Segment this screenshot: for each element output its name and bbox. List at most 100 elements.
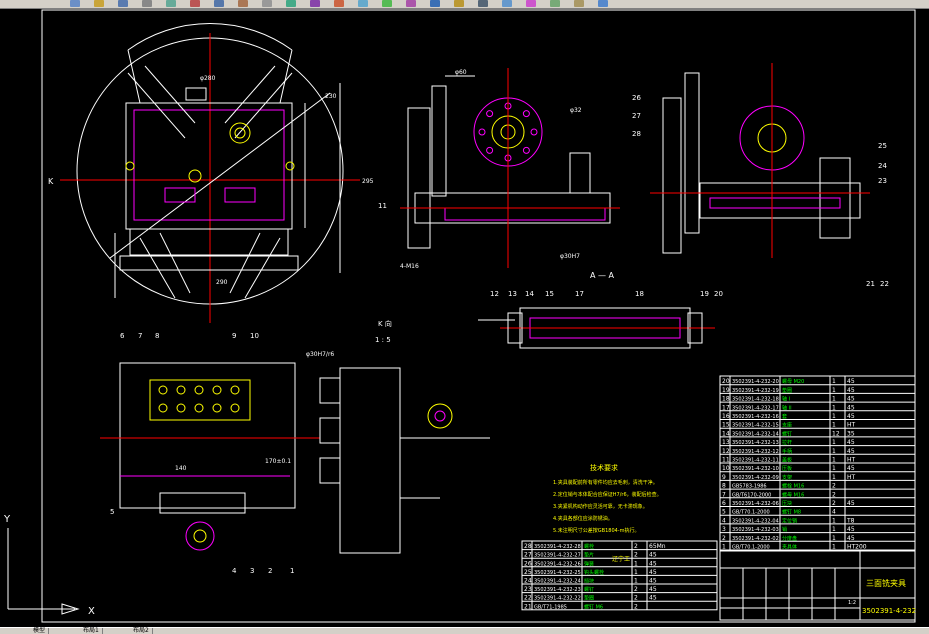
- dim-icon[interactable]: [526, 0, 536, 7]
- new-icon[interactable]: [70, 0, 80, 7]
- dim-text: 140: [175, 465, 187, 472]
- bom-cell-code: 3502391-4-232-09: [732, 475, 779, 481]
- preview-icon[interactable]: [166, 0, 176, 7]
- technical-requirements: 技术要求1.夹具装配前所有零件均应去毛刺，清洗干净。2.定位销与本体配合应保证H…: [553, 463, 662, 534]
- tb-drawing-no: 3502391-4-232: [862, 607, 916, 615]
- dim-text: 230: [325, 93, 337, 100]
- bom-cell-code: 3502391-4-232-03: [732, 527, 779, 533]
- bom-cell-code: 3502391-4-232-25: [534, 570, 581, 576]
- bom-cell-qty: 4: [832, 509, 836, 516]
- open-icon[interactable]: [94, 0, 104, 7]
- slot-line: [229, 232, 261, 294]
- top-boss: [185, 87, 207, 101]
- notes-line: 4.夹具各部位应涂防锈油。: [553, 515, 613, 522]
- bom-cell-code: 3502391-4-232-15: [732, 423, 779, 429]
- bottom-body: [119, 362, 296, 509]
- bom-cell-no: 9: [722, 474, 726, 481]
- inner-bar-magenta: [444, 207, 606, 221]
- cut-icon[interactable]: [190, 0, 200, 7]
- tb-school: 辽宁工: [612, 555, 630, 563]
- zoom-realtime-icon[interactable]: [358, 0, 368, 7]
- bom-cell-qty: 2: [634, 603, 638, 610]
- tb-drawing-name: 三面铣夹具: [866, 578, 906, 588]
- zoom-previous-icon[interactable]: [406, 0, 416, 7]
- bom-cell-name: 销: [782, 526, 787, 533]
- slot-line: [244, 237, 281, 299]
- layer-icon[interactable]: [574, 0, 584, 7]
- tab-layout2[interactable]: 布局2: [130, 628, 153, 634]
- view-label: K 向: [378, 319, 392, 328]
- copy-icon[interactable]: [214, 0, 224, 7]
- bom-cell-no: 22: [524, 595, 532, 602]
- match-icon[interactable]: [262, 0, 272, 7]
- properties-icon[interactable]: [430, 0, 440, 7]
- bolt-circle: [230, 385, 240, 395]
- part-number: 5: [110, 508, 114, 516]
- k-bolt: [427, 403, 453, 429]
- bom-cell-qty: 1: [832, 422, 836, 429]
- bom-cell-code: GB/T70.1-2000: [732, 510, 770, 516]
- bolt-circle: [230, 403, 240, 413]
- part-number: 23: [878, 177, 887, 185]
- slot-line: [159, 232, 191, 294]
- tab-layout1[interactable]: 布局1: [80, 628, 103, 634]
- layout-tabs-bar: 模型 布局1 布局2: [0, 627, 929, 634]
- part-number: 24: [878, 162, 887, 170]
- bom-cell-no: 25: [524, 569, 532, 576]
- redo-icon[interactable]: [310, 0, 320, 7]
- bom-cell-mat: 45: [847, 439, 855, 446]
- bom-cell-no: 24: [524, 578, 532, 585]
- clamp-right: [224, 187, 256, 203]
- zoom-window-icon[interactable]: [382, 0, 392, 7]
- bom-cell-no: 19: [722, 387, 730, 394]
- bom-cell-qty: 1: [832, 474, 836, 481]
- bom-cell-name: 螺栓: [584, 543, 594, 550]
- tool-palette-icon[interactable]: [478, 0, 488, 7]
- table-icon[interactable]: [550, 0, 560, 7]
- bom-cell-name: 轴 II: [782, 404, 792, 411]
- bom-cell-qty: 2: [832, 483, 836, 490]
- part-number: 20: [714, 290, 723, 298]
- tab-model[interactable]: 模型: [30, 628, 50, 634]
- part-number: 10: [250, 332, 259, 340]
- bom-cell-name: 螺栓 M16: [782, 483, 804, 490]
- bom-cell-no: 8: [722, 483, 726, 490]
- slot-line: [139, 237, 176, 299]
- design-center-icon[interactable]: [454, 0, 464, 7]
- bom-cell-code: 3502391-4-232-06: [732, 501, 779, 507]
- bom-cell-qty: 2: [634, 552, 638, 559]
- print-icon[interactable]: [142, 0, 152, 7]
- bom-cell-qty: 1: [832, 396, 836, 403]
- undo-icon[interactable]: [286, 0, 296, 7]
- bom-cell-qty: 1: [634, 578, 638, 585]
- bom-cell-mat: T8: [846, 517, 855, 524]
- bom-cell-code: GB5783-1986: [732, 484, 767, 490]
- right-magenta-bar: [709, 197, 841, 209]
- text-icon[interactable]: [502, 0, 512, 7]
- section-label: A — A: [590, 271, 615, 280]
- save-icon[interactable]: [118, 0, 128, 7]
- bom-cell-name: 手柄: [782, 448, 792, 455]
- paste-icon[interactable]: [238, 0, 248, 7]
- bom-cell-name: 弹簧: [584, 560, 594, 567]
- bom-cell-name: 螺钉 M6: [584, 603, 603, 610]
- bom-cell-code: 3502391-4-232-14: [732, 431, 779, 437]
- bom-cell-no: 26: [524, 560, 532, 567]
- help-icon[interactable]: [598, 0, 608, 7]
- screw-hole: [125, 161, 135, 171]
- dim-text: φ30H7: [560, 253, 580, 260]
- bom-cell-name: 螺母 M16: [782, 491, 804, 498]
- part-number: 13: [508, 290, 517, 298]
- k-bolt-core: [434, 410, 446, 422]
- bom-cell-name: 螺钉 M8: [782, 509, 801, 516]
- pan-icon[interactable]: [334, 0, 344, 7]
- bom-cell-mat: HT: [847, 474, 856, 481]
- bom-cell-code: 3502391-4-232-27: [534, 553, 581, 559]
- bom-cell-code: 3502391-4-232-23: [534, 587, 581, 593]
- bom-cell-no: 10: [722, 465, 730, 472]
- part-number: 19: [700, 290, 709, 298]
- bom-cell-mat: HT: [847, 422, 856, 429]
- bom-cell-mat: 45: [847, 448, 855, 455]
